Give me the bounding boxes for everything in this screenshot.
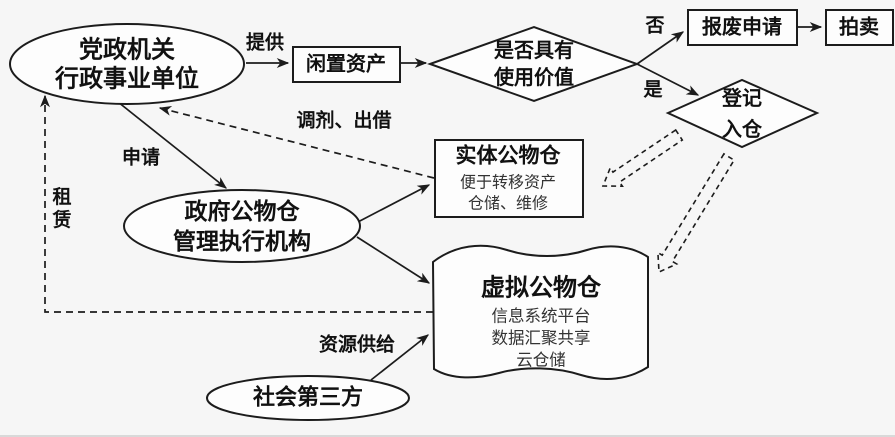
virtual-warehouse-title: 虚拟公物仓: [481, 272, 601, 302]
register-in-line1: 登记: [722, 86, 762, 110]
register-to-physical-block-arrow: [601, 128, 684, 188]
value-check-label: 是否具有 使用价值: [494, 37, 574, 91]
register-in-line2: 入仓: [722, 117, 762, 141]
value-check-diamond: [427, 25, 640, 103]
resource-supply-label: 资源供给: [318, 333, 396, 356]
register-in-diamond: [665, 78, 820, 149]
virtual-warehouse-flag: [431, 244, 649, 380]
value-check-line1: 是否具有: [494, 38, 574, 62]
register-to-virtual-block-arrow: [657, 152, 736, 274]
auction-label: 拍卖: [839, 14, 879, 39]
third-party-label: 社会第三方: [252, 384, 364, 411]
physical-warehouse-label: 实体公物仓 便于转移资产 仓储、维修: [456, 142, 561, 215]
gov-to-virtual-arrow: [356, 236, 431, 284]
yes-branch-arrow: [636, 63, 700, 96]
apply-label: 申请: [121, 146, 161, 169]
gov-agency-line2: 管理执行机构: [173, 228, 311, 255]
gov-agency-line1: 政府公物仓: [184, 198, 300, 226]
gov-agency-ellipse: [123, 189, 361, 263]
register-in-label: 登记 入仓: [722, 83, 762, 145]
idle-asset-label: 闲置资产: [306, 51, 386, 76]
physical-warehouse-rect: [434, 139, 584, 218]
scrap-request-rect: [687, 9, 798, 46]
org-label-line1: 党政机关: [79, 34, 175, 64]
scrap-request-label: 报废申请: [702, 14, 782, 39]
no-label: 否: [645, 14, 665, 37]
provide-label: 提供: [245, 31, 285, 54]
virtual-warehouse-sub3: 云仓储: [516, 349, 566, 369]
gov-to-physical-arrow: [355, 184, 431, 224]
virtual-warehouse-sub2: 数据汇聚共享: [491, 328, 591, 348]
yes-label: 是: [643, 78, 663, 101]
virtual-warehouse-label: 虚拟公物仓 信息系统平台 数据汇聚共享 云仓储: [481, 271, 601, 370]
org-label: 党政机关 行政事业单位: [55, 35, 199, 94]
physical-warehouse-title: 实体公物仓: [455, 142, 561, 168]
gov-agency-label: 政府公物仓 管理执行机构: [173, 197, 311, 257]
org-label-line2: 行政事业单位: [55, 64, 199, 93]
lease-dashed-arrow: [40, 94, 433, 313]
physical-warehouse-sub2: 仓储、维修: [467, 194, 548, 214]
value-check-line2: 使用价值: [494, 65, 574, 89]
apply-arrow: [117, 101, 227, 189]
idle-asset-rect: [292, 46, 401, 83]
resource-supply-arrow: [370, 334, 429, 381]
physical-warehouse-sub1: 便于转移资产: [459, 173, 556, 193]
third-party-ellipse: [206, 375, 410, 421]
org-ellipse: [9, 23, 245, 105]
virtual-warehouse-sub1: 信息系统平台: [491, 306, 591, 326]
no-branch-arrow: [636, 31, 685, 65]
transfer-lend-label: 调剂、出借: [296, 109, 392, 132]
auction-rect: [825, 9, 894, 46]
lease-label: 租赁: [52, 186, 72, 231]
